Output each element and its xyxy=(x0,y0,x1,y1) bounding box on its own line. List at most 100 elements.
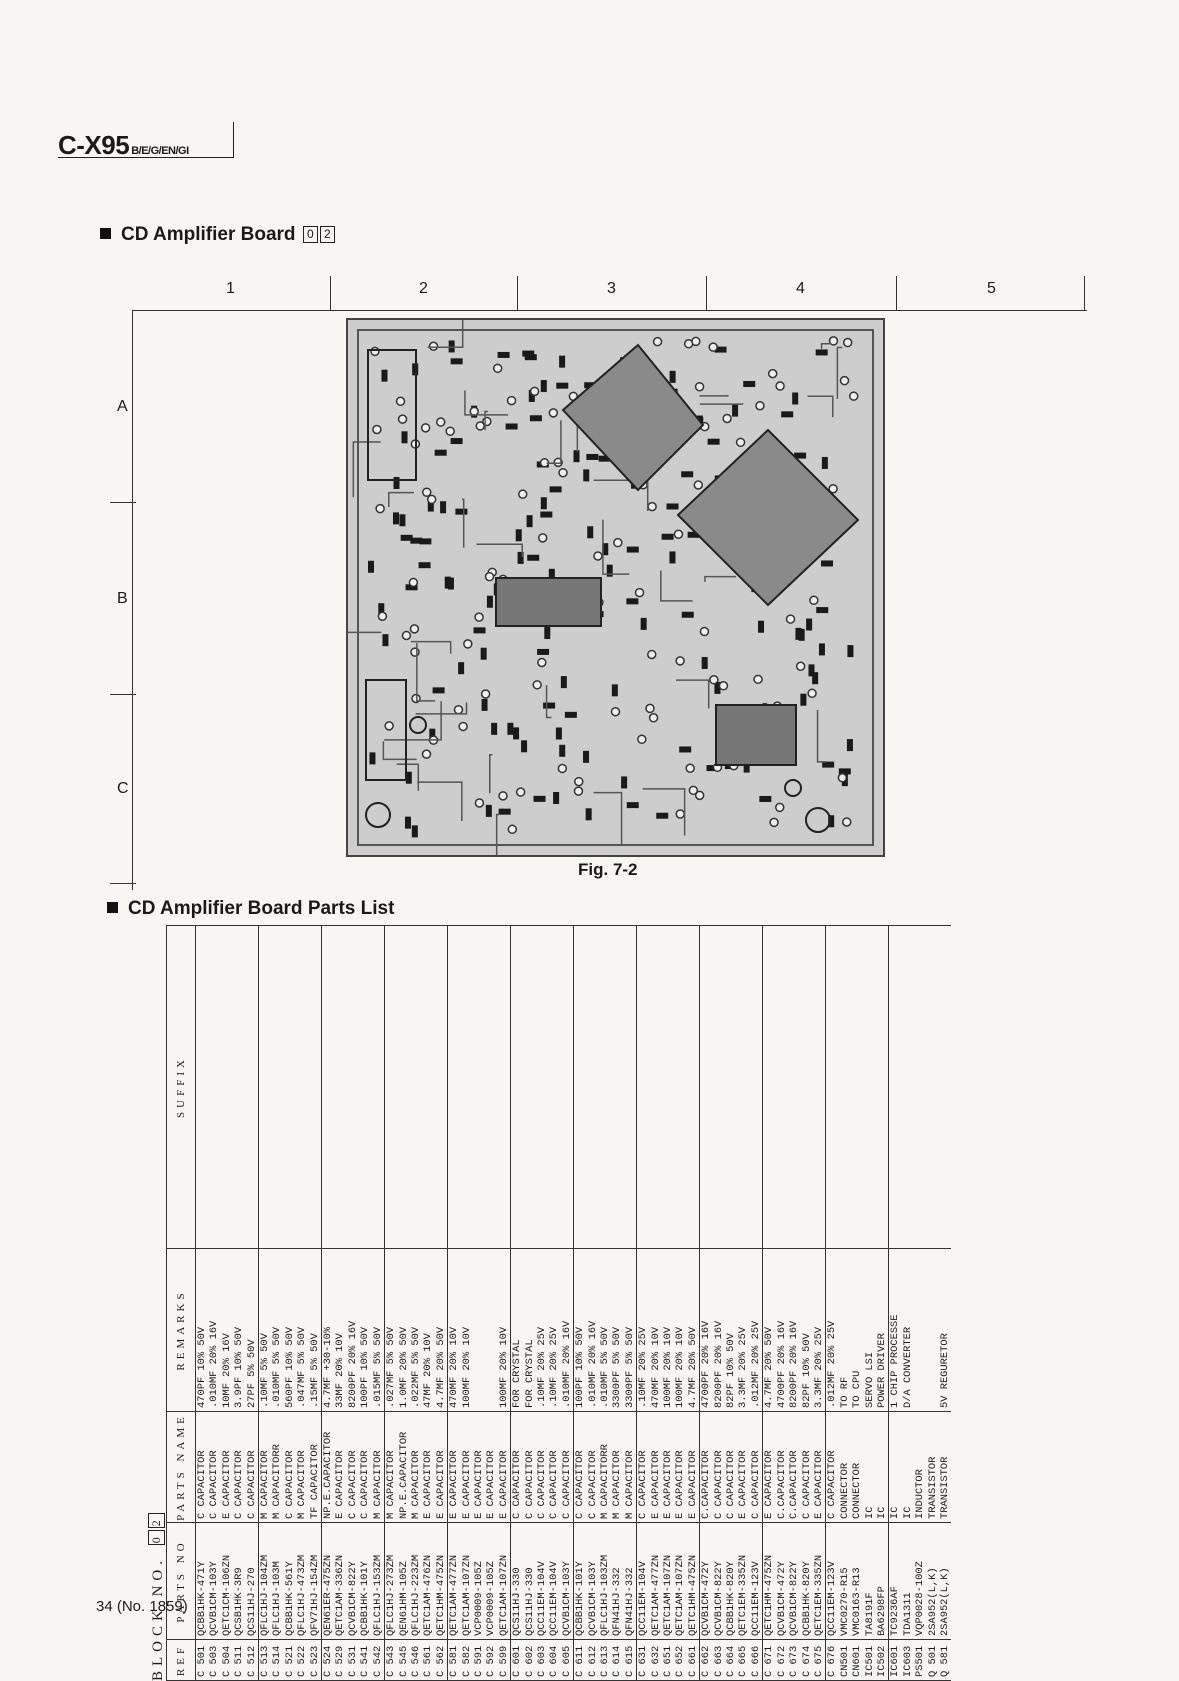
pcb-component-mark xyxy=(821,456,828,469)
pcb-trace xyxy=(427,320,464,349)
pcb-component-mark xyxy=(498,808,511,815)
figure-caption: Fig. 7-2 xyxy=(578,860,638,879)
grid-divider xyxy=(706,276,707,310)
pcb-solder-pad xyxy=(474,612,484,622)
grid-left-rule xyxy=(132,310,133,890)
grid-col-5: 5 xyxy=(987,280,996,297)
pcb-component-mark xyxy=(808,664,815,677)
parts-table-rotated: BLOCK NO. 02 REF PARTS NO PARTS NAME REM… xyxy=(148,925,1002,1681)
pcb-solder-pad xyxy=(573,786,584,796)
pcb-component-mark xyxy=(669,370,676,383)
cell-suffix xyxy=(485,925,498,1249)
cell-parts-name: E CAPACITOR xyxy=(674,1411,687,1523)
pcb-component-mark xyxy=(401,431,408,444)
cell-remarks: 33MF 20% 10V xyxy=(334,1248,347,1412)
pcb-solder-pad xyxy=(691,336,701,347)
cell-parts-name: C CAPACITOR xyxy=(725,1411,738,1523)
pcb-component-mark xyxy=(481,698,488,711)
cell-suffix xyxy=(863,925,876,1249)
cell-parts-name: E CAPACITOR xyxy=(447,1411,461,1523)
pcb-trace xyxy=(642,788,686,836)
pcb-component-mark xyxy=(640,617,647,630)
cell-suffix xyxy=(346,925,360,1249)
parts-table-frame: BLOCK NO. 02 REF PARTS NO PARTS NAME REM… xyxy=(148,925,1002,1681)
pcb-component-mark xyxy=(661,533,674,540)
parts-table: REF PARTS NO PARTS NAME REMARKS SUFFIX C… xyxy=(166,925,952,1681)
cell-parts-name: C CAPACITOR xyxy=(346,1411,360,1523)
cell-parts-no: QFN41HJ-332 xyxy=(611,1522,624,1640)
cell-parts-no: QETC1EM-335ZN xyxy=(812,1522,826,1640)
pcb-solder-pad xyxy=(708,342,718,352)
cell-parts-name: NP.E.CAPACITOR xyxy=(397,1411,410,1523)
cell-parts-name: C CAPACITOR xyxy=(283,1411,297,1523)
cell-parts-name: C.CAPACITOR xyxy=(699,1411,713,1523)
header-rule-vertical xyxy=(233,122,234,158)
cell-ref: C 581 xyxy=(447,1639,461,1681)
grid-divider xyxy=(330,276,331,310)
cell-ref: C 582 xyxy=(460,1639,473,1681)
cell-parts-no: QCBB1HK-471Y xyxy=(195,1522,209,1640)
cell-parts-name: E CAPACITOR xyxy=(472,1411,486,1523)
pcb-solder-pad xyxy=(453,704,464,715)
pcb-component-mark xyxy=(846,739,853,752)
pcb-solder-pad xyxy=(463,639,473,649)
cell-remarks xyxy=(472,1248,486,1412)
pcb-solder-pad xyxy=(480,689,491,699)
pcb-solder-pad xyxy=(557,763,568,774)
pcb-trace xyxy=(464,390,509,416)
pcb-solder-pad xyxy=(775,381,785,391)
pcb-component-mark xyxy=(847,645,854,658)
pcb-component-mark xyxy=(587,526,594,539)
cell-parts-no: BA6298FP xyxy=(875,1522,889,1640)
cell-parts-name: C CAPACITOR xyxy=(800,1411,813,1523)
pcb-component-mark xyxy=(537,648,550,655)
cell-ref: C 543 xyxy=(384,1639,398,1681)
cell-remarks: .012MF 20% 25V xyxy=(825,1248,839,1412)
cell-suffix xyxy=(901,925,915,1249)
cell-parts-no: VQP0028-100Z xyxy=(914,1522,927,1640)
cell-suffix xyxy=(749,925,763,1249)
cell-parts-name: C CAPACITOR xyxy=(749,1411,763,1523)
pcb-solder-pad xyxy=(675,656,685,666)
pcb-component-mark xyxy=(794,452,807,459)
page-number: 34 (No. 1859) xyxy=(96,1598,188,1615)
cell-parts-name: M CAPACITOR xyxy=(296,1411,309,1523)
pcb-solder-pad xyxy=(537,657,547,668)
pcb-component-mark xyxy=(559,355,566,368)
pcb-solder-pad xyxy=(436,417,446,427)
cell-parts-no: QFLC1HJ-473ZM xyxy=(296,1522,309,1640)
pcb-trace xyxy=(699,403,744,405)
cell-remarks: POWER DRIVER xyxy=(875,1248,889,1412)
cell-ref: C 663 xyxy=(712,1639,726,1681)
pcb-component-mark xyxy=(586,453,599,460)
cell-remarks: 8200PF 20% 16V xyxy=(712,1248,726,1412)
pcb-component-mark xyxy=(517,551,524,564)
cell-remarks: 10MF 20% 16V xyxy=(220,1248,234,1412)
cell-remarks: 1.0MF 20% 50V xyxy=(397,1248,410,1412)
cell-ref: C 662 xyxy=(699,1639,713,1681)
cell-remarks: .027MF 5% 50V xyxy=(384,1248,398,1412)
pcb-component-mark xyxy=(458,662,465,675)
grid-row-divider xyxy=(110,502,136,503)
pcb-solder-pad xyxy=(828,336,839,346)
cell-ref: C 666 xyxy=(749,1639,763,1681)
cell-parts-no: QETC1HM-475ZN xyxy=(686,1522,700,1640)
pcb-component-mark xyxy=(393,476,400,489)
cell-parts-name: C CAPACITOR xyxy=(548,1411,561,1523)
grid-row-b: B xyxy=(117,590,128,607)
pcb-component-mark xyxy=(573,450,580,463)
pcb-component-mark xyxy=(392,512,399,525)
pcb-trace xyxy=(352,441,381,498)
cell-parts-name: IC xyxy=(901,1411,915,1523)
cell-parts-name: TRANSISTOR xyxy=(938,1411,952,1523)
cell-remarks: 1 CHIP PROCESSE xyxy=(888,1248,902,1412)
cell-suffix xyxy=(497,925,511,1249)
